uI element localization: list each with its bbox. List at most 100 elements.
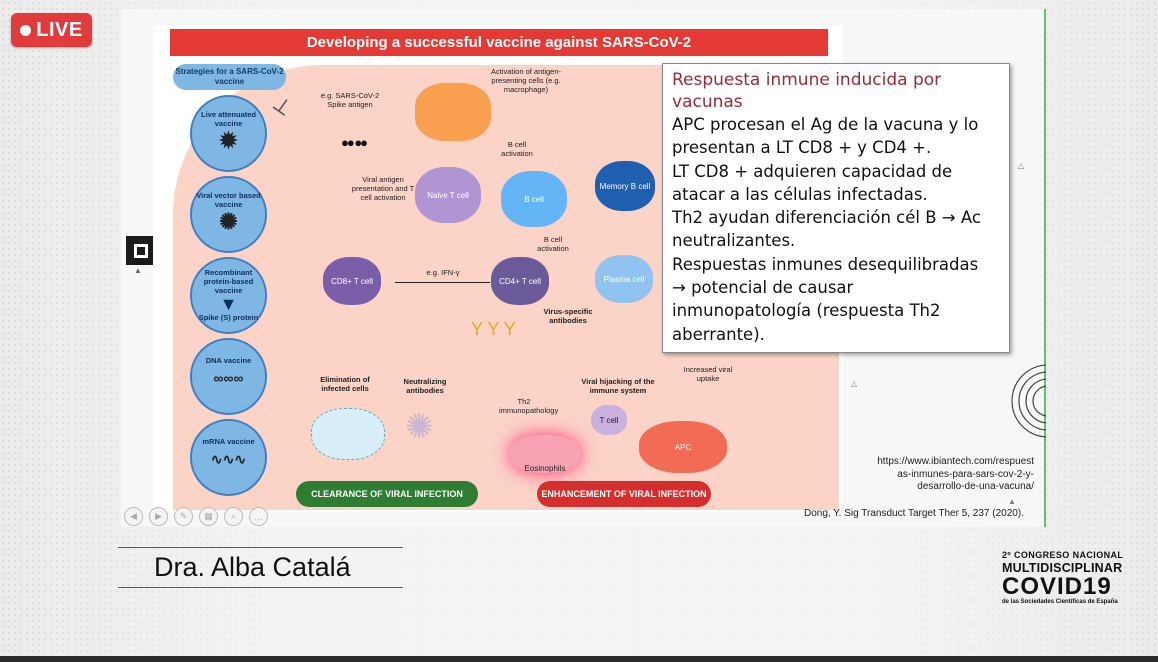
antibodies-icon: Y Y Y (471, 319, 516, 339)
elimination-label: Elimination of infected cells (320, 375, 370, 393)
cd8-t-cell: CD8+ T cell (323, 257, 381, 305)
cd4-t-cell: CD4+ T cell (491, 257, 549, 305)
source-url-line: as-inmunes-para-sars-cov-2-y- (897, 468, 1034, 480)
memory-b-cell: Memory B cell (595, 161, 655, 211)
source-url[interactable]: https://www.ibiantech.com/respuest as-in… (858, 456, 1034, 494)
more-options-icon[interactable]: … (249, 507, 268, 526)
textbox-line: LT CD8 + adquieren capacidad de (672, 161, 953, 181)
triangle-marker-icon: △ (851, 379, 858, 388)
virus-icon: ✹ (219, 128, 238, 153)
apc-cell: APC (639, 421, 727, 473)
viral-vector-icon: ✺ (219, 209, 238, 234)
dna-icon: ∞∞∞ (213, 370, 244, 386)
next-slide-icon[interactable]: ▶ (149, 507, 168, 526)
slides-grid-icon[interactable]: ▦ (199, 507, 218, 526)
b-activation-mid-label: B cell activation (537, 235, 569, 253)
textbox-line: Th2 ayudan diferenciación cél B → Ac (672, 208, 981, 228)
slide-image: Developing a successful vaccine against … (153, 25, 843, 512)
cd8-label: CD8+ T cell (331, 276, 373, 286)
triangle-marker-icon: ▲ (1008, 497, 1016, 506)
textbox-title: Respuesta inmune inducida por vacunas (672, 70, 942, 112)
live-label: LIVE (36, 18, 83, 41)
spike-antigen-label: e.g. SARS-CoV-2 Spike antigen (320, 91, 380, 109)
infected-cell (311, 408, 385, 460)
apc-activation-label: Activation of antigen-presenting cells (… (490, 67, 562, 94)
speaker-bottom-line (118, 587, 403, 588)
live-badge: LIVE (11, 13, 92, 47)
bottom-strip (0, 656, 1158, 662)
ifn-arrow (395, 282, 490, 283)
textbox-line: → potencial de causar (672, 278, 854, 298)
slide-nav-controls: ◀ ▶ ✎ ▦ ⌕ … (124, 507, 268, 526)
th2-label: Th2 immunopathology (499, 397, 559, 415)
viral-presentation-label: Viral antigen presentation and T cell ac… (351, 175, 415, 202)
antigen-dots-icon: ●● ●● (341, 135, 368, 150)
plasma-label: Plasma cell (603, 274, 645, 284)
naive-t-label: Naive T cell (427, 190, 469, 200)
vaccine-label: mRNA vaccine (202, 437, 255, 446)
plasma-cell: Plasma cell (595, 255, 653, 303)
stop-button[interactable] (126, 236, 155, 265)
eosinophils-label: Eosinophils (524, 464, 566, 473)
vaccine-label: Live attenuated vaccine (200, 110, 256, 128)
t-cell-label: T cell (599, 415, 619, 425)
clearance-pill: CLEARANCE OF VIRAL INFECTION (296, 481, 478, 507)
vaccine-label: Viral vector based vaccine (196, 191, 261, 209)
textbox-line: APC procesan el Ag de la vacuna y lo (672, 115, 979, 134)
speaker-top-line (118, 547, 403, 548)
neutralized-virus-icon: ✺ (405, 408, 434, 446)
congress-logo: 2º CONGRESO NACIONAL MULTIDISCIPLINAR CO… (1002, 550, 1132, 605)
logo-line-2: MULTIDISCIPLINAR (1002, 561, 1123, 575)
slide-title: Developing a successful vaccine against … (170, 29, 828, 56)
logo-line-1: 2º CONGRESO NACIONAL (1002, 550, 1124, 560)
source-url-line: desarrollo-de-una-vacuna/ (917, 481, 1034, 492)
b-cell-label: B cell (524, 194, 544, 204)
neutralizing-label: Neutralizing antibodies (403, 377, 447, 395)
overlay-textbox: Respuesta inmune inducida por vacunas AP… (662, 63, 1010, 353)
spike-protein-icon: ▼ (219, 294, 238, 314)
strategies-label: Strategies for a SARS-CoV-2 vaccine (173, 64, 286, 90)
textbox-line: Respuestas inmunes desequilibradas (672, 254, 979, 274)
mrna-icon: ∿∿∿ (210, 451, 247, 467)
vaccine-recombinant: Recombinant protein-based vaccine ▼ Spik… (190, 257, 267, 334)
logo-line-4: de las Sociedades Científicas de España (1002, 599, 1118, 605)
live-dot-icon (20, 24, 32, 36)
vaccine-mrna: mRNA vaccine ∿∿∿ (190, 419, 267, 496)
enhancement-pill: ENHANCEMENT OF VIRAL INFECTION (537, 481, 711, 507)
prev-slide-icon[interactable]: ◀ (124, 507, 143, 526)
increased-uptake-label: Increased viral uptake (683, 365, 733, 383)
vaccine-label: Recombinant protein-based vaccine (203, 268, 254, 295)
zoom-icon[interactable]: ⌕ (224, 507, 243, 526)
source-url-line: https://www.ibiantech.com/respuest (877, 456, 1034, 467)
decorative-rings-icon (1011, 364, 1046, 438)
virus-antibodies-label: Virus-specific antibodies (543, 307, 593, 325)
textbox-line: presentan a LT CD8 + y CD4 +. (672, 138, 932, 158)
th2-t-cell: T cell (591, 405, 627, 435)
vaccine-live-attenuated: Live attenuated vaccine ✹ (190, 95, 267, 172)
speaker-name: Dra. Alba Catalá (154, 552, 351, 582)
textbox-line: atacar a las células infectadas. (672, 184, 928, 204)
triangle-marker-icon: △ (1018, 161, 1025, 170)
citation: Dong, Y. Sig Transduct Target Ther 5, 23… (804, 508, 1024, 519)
textbox-line: neutralizantes. (672, 231, 796, 251)
textbox-line: aberrante). (672, 324, 765, 344)
stop-icon (133, 243, 148, 258)
naive-t-cell: Naive T cell (415, 167, 481, 223)
b-cell: B cell (501, 171, 567, 227)
memory-b-label: Memory B cell (599, 181, 651, 191)
eosinophils-cluster: Eosinophils (510, 435, 580, 473)
vaccine-dna: DNA vaccine ∞∞∞ (190, 338, 267, 415)
macrophage-cell (415, 83, 491, 141)
logo-line-3: COVID19 (1002, 573, 1112, 600)
hijacking-label: Viral hijacking of the immune system (581, 377, 655, 395)
b-activation-top-label: B cell activation (501, 140, 533, 158)
vaccine-viral-vector: Viral vector based vaccine ✺ (190, 176, 267, 253)
apc-label: APC (674, 442, 692, 452)
vaccine-sublabel: Spike (S) protein (198, 313, 259, 322)
pen-icon[interactable]: ✎ (174, 507, 193, 526)
ifn-label: e.g. IFN-γ (426, 268, 460, 277)
textbox-line: inmunopatología (respuesta Th2 (672, 301, 941, 321)
side-arrow-icon: ▲ (134, 266, 142, 275)
cd4-label: CD4+ T cell (499, 276, 541, 286)
vaccine-label: DNA vaccine (205, 356, 252, 365)
